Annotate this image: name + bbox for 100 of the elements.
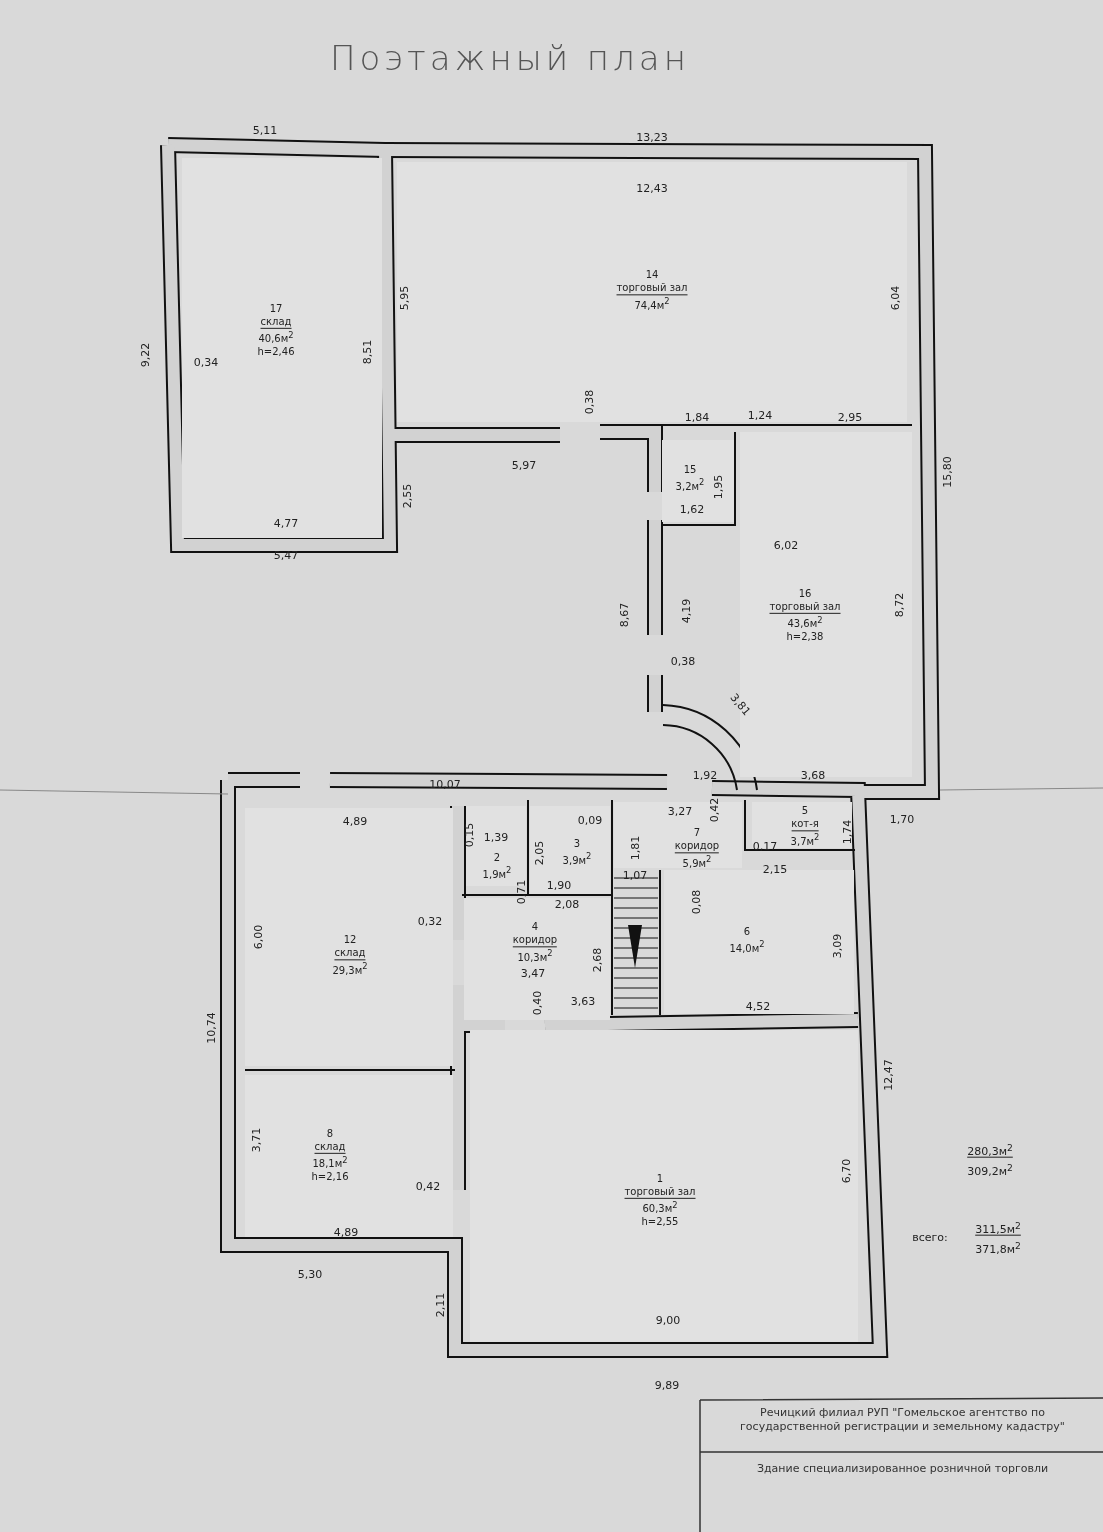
- dimension-label: 1,39: [483, 832, 509, 844]
- room-label: h=2,38: [786, 630, 824, 644]
- dimension-label: 4,19: [681, 598, 693, 624]
- room-label: 60,3м$^{2}$: [642, 1198, 678, 1216]
- dimension-label: 1,07: [622, 870, 648, 882]
- dimension-label: 6,70: [841, 1158, 853, 1184]
- dimension-label: 2,95: [837, 412, 863, 424]
- dimension-label: 6,00: [253, 924, 265, 950]
- dimension-label: 4,89: [342, 816, 368, 828]
- room-label: 43,6м$^{2}$: [787, 613, 823, 631]
- plan-title: Поэтажный план: [330, 38, 690, 78]
- area-total: 311,5м$^{2}$: [975, 1219, 1021, 1237]
- dimension-label: 5,95: [399, 285, 411, 311]
- dimension-label: 2,05: [534, 840, 546, 866]
- dimension-label: 9,00: [655, 1315, 681, 1327]
- dimension-label: 1,84: [684, 412, 710, 424]
- dimension-label: 5,30: [297, 1269, 323, 1281]
- room-label: кот-я: [791, 817, 819, 832]
- room-area: [245, 808, 453, 1066]
- dimension-label: 12,43: [636, 183, 668, 195]
- room-label: склад: [260, 314, 292, 329]
- dimension-label: 0,08: [691, 889, 703, 915]
- room-area: [397, 162, 907, 422]
- dimension-label: 1,74: [842, 819, 854, 845]
- dimension-label: 2,08: [554, 899, 580, 911]
- dimension-label: 2,55: [402, 483, 414, 509]
- title-block-text: Здание специализированное розничной торговли: [755, 1462, 1050, 1476]
- room-label: h=2,55: [641, 1215, 679, 1229]
- room-label: 7: [693, 826, 701, 840]
- dimension-label: 5,47: [273, 550, 299, 562]
- dimension-label: 13,23: [636, 132, 668, 144]
- room-label: склад: [334, 946, 366, 961]
- room-area: [470, 1030, 858, 1342]
- room-label: коридор: [674, 839, 720, 854]
- room-label: торговый зал: [624, 1184, 696, 1199]
- dimension-label: 3,09: [832, 933, 844, 959]
- area-total: 371,8м$^{2}$: [975, 1239, 1021, 1257]
- dimension-label: 0,38: [670, 656, 696, 668]
- dimension-label: 8,72: [894, 592, 906, 618]
- room-label: 17: [269, 301, 283, 315]
- dimension-label: 10,74: [206, 1012, 218, 1044]
- dimension-label: 5,11: [252, 125, 278, 137]
- dimension-label: 4,52: [745, 1001, 771, 1013]
- room-label: 16: [798, 586, 812, 600]
- room-label: 8: [326, 1126, 334, 1140]
- dimension-label: 0,15: [464, 822, 476, 848]
- dimension-label: 12,47: [883, 1059, 895, 1091]
- room-label: h=2,16: [311, 1170, 349, 1184]
- dimension-label: 2,68: [592, 947, 604, 973]
- room-label: 1,9м$^{2}$: [482, 864, 512, 881]
- room-label: 12: [343, 933, 357, 947]
- dimension-label: 1,70: [889, 814, 915, 826]
- room-label: 4: [531, 920, 539, 934]
- room-label: 3,9м$^{2}$: [562, 850, 592, 867]
- room-label: 18,1м$^{2}$: [312, 1153, 348, 1171]
- dimension-label: 0,42: [709, 797, 721, 823]
- room-area: [662, 440, 734, 522]
- area-total: всего:: [912, 1232, 948, 1244]
- dimension-label: 1,90: [546, 880, 572, 892]
- room-label: 5,9м$^{2}$: [682, 853, 712, 870]
- dimension-label: 6,04: [890, 285, 902, 311]
- dimension-label: 0,38: [584, 389, 596, 415]
- dimension-label: 3,71: [251, 1127, 263, 1153]
- dimension-label: 2,11: [435, 1292, 447, 1318]
- room-label: 6: [743, 925, 751, 939]
- dimension-label: 1,24: [747, 410, 773, 422]
- room-label: 3: [573, 837, 581, 851]
- room-area: [530, 806, 610, 894]
- dimension-label: 3,68: [800, 770, 826, 782]
- dimension-label: 0,32: [417, 916, 443, 928]
- dimension-label: 4,89: [333, 1227, 359, 1239]
- dimension-label: 6,02: [773, 540, 799, 552]
- dimension-label: 1,81: [630, 835, 642, 861]
- room-label: 3,2м$^{2}$: [675, 476, 705, 493]
- dimension-label: 4,77: [273, 518, 299, 530]
- dimension-label: 9,22: [140, 342, 152, 368]
- room-label: 5: [801, 804, 809, 818]
- dimension-label: 1,92: [692, 770, 718, 782]
- room-label: 3,7м$^{2}$: [790, 831, 820, 848]
- room-label: 29,3м$^{2}$: [332, 960, 368, 977]
- area-total: 280,3м$^{2}$: [967, 1141, 1013, 1159]
- room-area: [182, 158, 382, 538]
- room-area: [245, 1075, 453, 1237]
- room-label: 14,0м$^{2}$: [729, 938, 765, 955]
- dimension-label: 8,67: [619, 602, 631, 628]
- room-label: 40,6м$^{2}$: [258, 328, 294, 346]
- room-label: h=2,46: [257, 345, 295, 359]
- dimension-label: 3,27: [667, 806, 693, 818]
- room-label: 1: [656, 1171, 664, 1185]
- room-label: 15: [683, 463, 697, 477]
- dimension-label: 0,34: [193, 357, 219, 369]
- dimension-label: 3,63: [570, 996, 596, 1008]
- room-label: коридор: [512, 933, 558, 948]
- dimension-label: 0,40: [532, 990, 544, 1016]
- room-label: торговый зал: [616, 281, 688, 296]
- room-label: 74,4м$^{2}$: [634, 295, 670, 312]
- dimension-label: 3,47: [520, 968, 546, 980]
- room-label: склад: [314, 1139, 346, 1154]
- room-label: торговый зал: [769, 599, 841, 614]
- area-total: 309,2м$^{2}$: [967, 1161, 1013, 1179]
